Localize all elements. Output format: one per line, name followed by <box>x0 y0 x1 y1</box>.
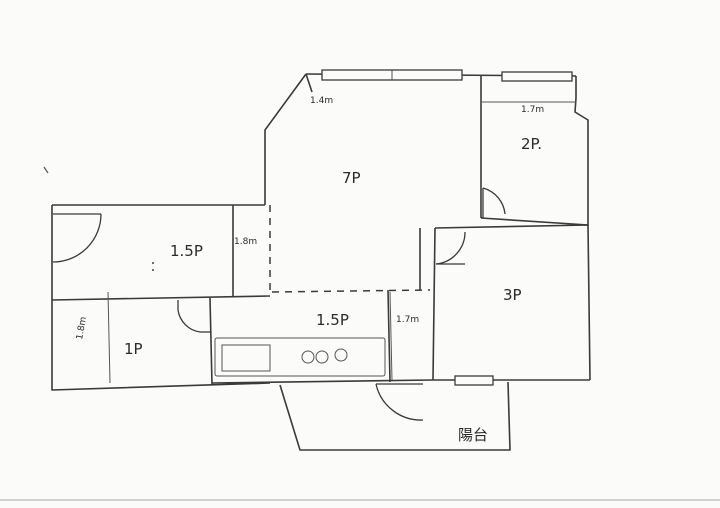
dimension-label-window-right: 1.7m <box>521 105 544 115</box>
pencil-mark <box>43 166 49 174</box>
pencil-dot <box>152 269 154 271</box>
pencil-dot <box>152 262 154 264</box>
room-label-1p: 1P <box>124 340 143 358</box>
dimension-label-kitchen-width: 1.7m <box>396 315 419 325</box>
door-2p <box>482 187 506 218</box>
room-label-2p: 2P. <box>521 135 542 153</box>
stove-burner-icon <box>334 348 348 362</box>
walls <box>51 73 591 451</box>
room-label-1-5p-left: 1.5P <box>170 242 203 260</box>
door-left-room <box>52 213 102 263</box>
room-label-kitchen: 1.5P <box>316 311 349 329</box>
room-label-living: 7P <box>342 169 361 187</box>
window-top-left <box>321 69 463 81</box>
stove-burner-icon <box>301 350 315 364</box>
door-1p <box>177 300 210 333</box>
door-3p <box>435 231 466 265</box>
window-bottom <box>454 375 494 386</box>
dimension-label-window-left: 1.4m <box>310 96 333 106</box>
window-top-right <box>501 71 573 82</box>
room-label-balcony: 陽台 <box>458 426 488 444</box>
dimension-lines <box>107 101 576 384</box>
stove-burner-icon <box>315 350 329 364</box>
dashed-divisions <box>269 205 431 296</box>
kitchen-counter <box>214 337 386 377</box>
sink-icon <box>221 344 271 372</box>
dimension-label-1p-height: 1.8m <box>75 316 89 340</box>
dimension-label-15p-height: 1.8m <box>234 237 257 247</box>
door-balcony <box>375 383 424 421</box>
room-label-3p: 3P <box>503 286 522 304</box>
